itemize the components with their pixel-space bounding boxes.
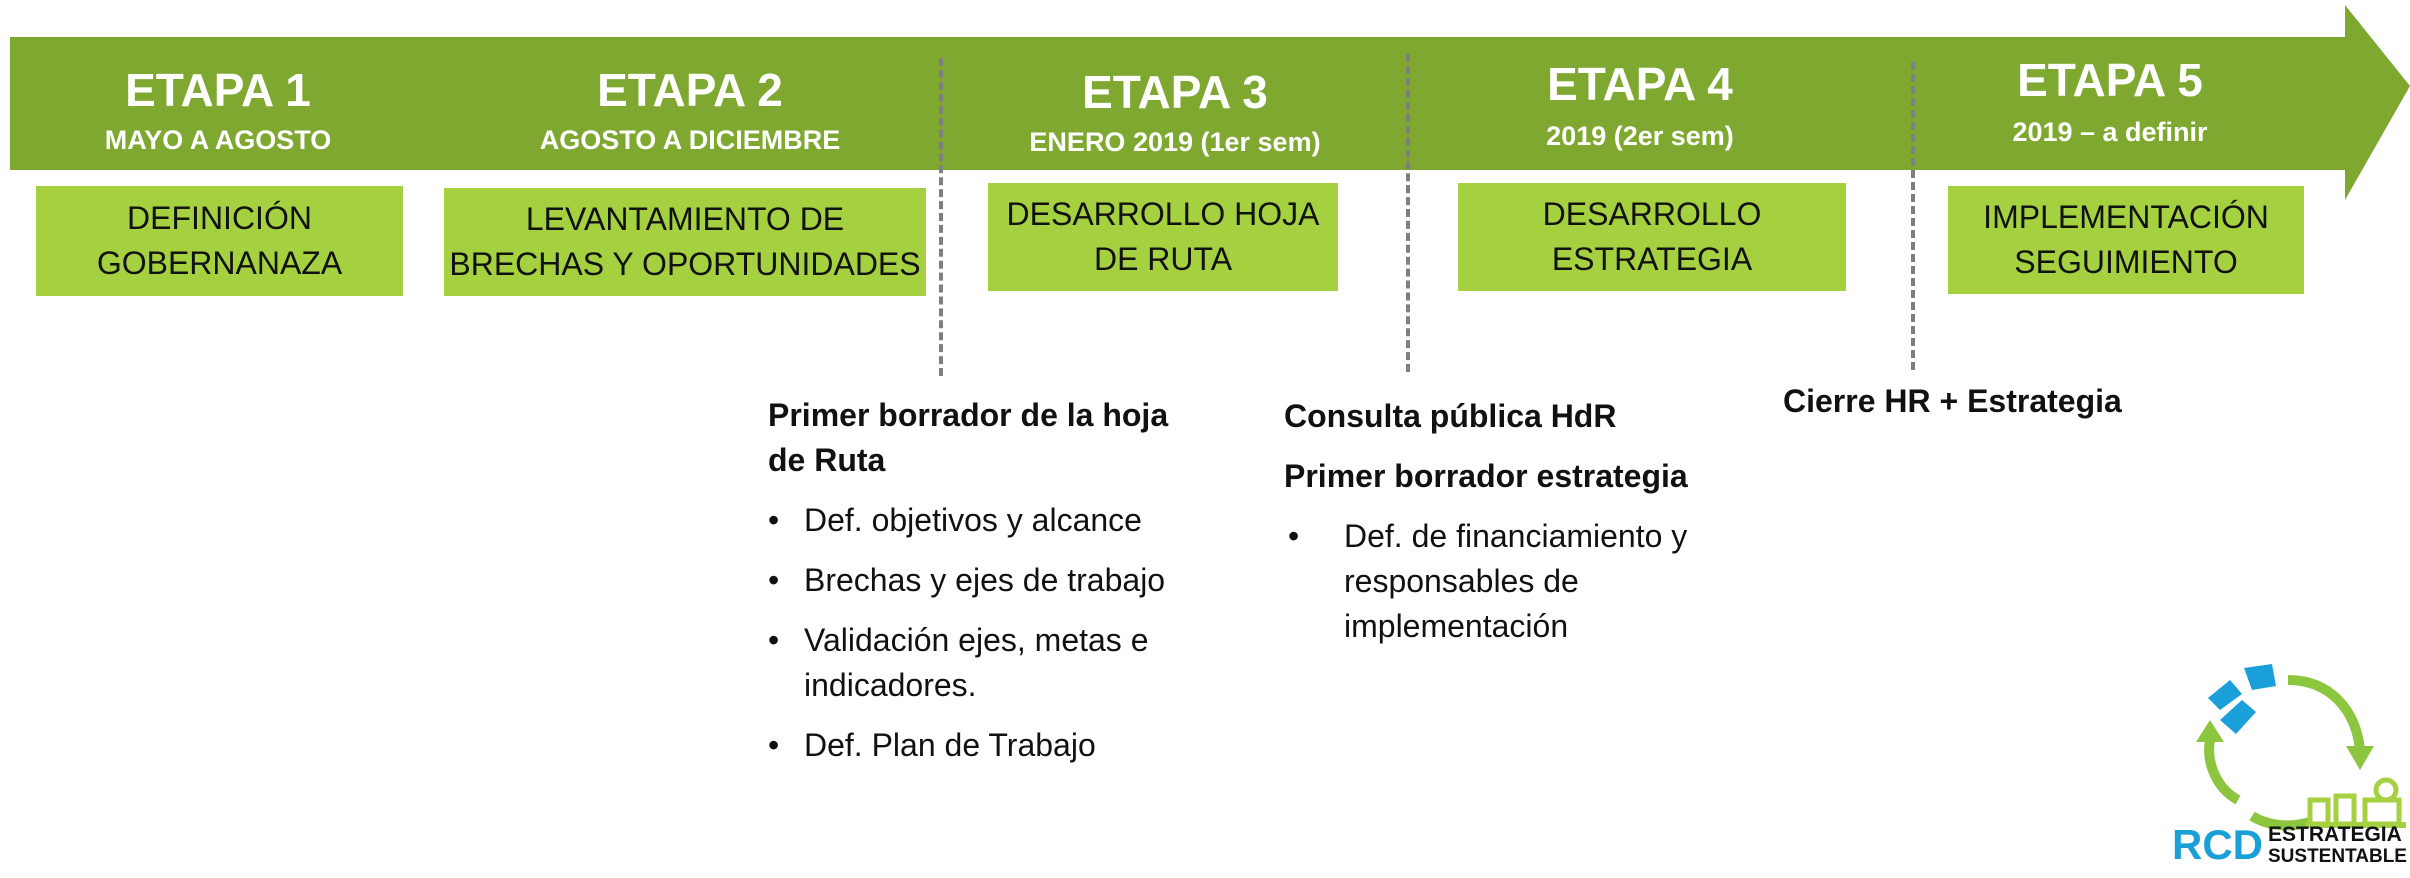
stage-4-subtitle: 2019 (2er sem) [1546, 121, 1734, 151]
stage-5-subtitle: 2019 – a definir [2012, 117, 2208, 147]
bullet-text: implementación [1344, 608, 1569, 644]
stage-5-title: ETAPA 5 [2017, 54, 2203, 106]
bullet-text: Def. Plan de Trabajo [804, 727, 1096, 763]
rcd-logo: RCD ESTRATEGIA SUSTENTABLE [2160, 650, 2410, 873]
stage-2-subtitle: AGOSTO A DICIEMBRE [539, 125, 841, 155]
stage-3-note-heading-line: de Ruta [768, 442, 886, 478]
stage-2-title: ETAPA 2 [597, 64, 783, 116]
stage-3-box-line: DE RUTA [1093, 241, 1233, 277]
bullet-text: Validación ejes, metas e [804, 622, 1149, 658]
stage-4-box: DESARROLLO ESTRATEGIA [1458, 183, 1846, 291]
stage-4-note-heading-1: Consulta pública HdR [1284, 398, 1617, 434]
stage-4-title: ETAPA 4 [1547, 58, 1733, 110]
stage-5-box: IMPLEMENTACIÓN SEGUIMIENTO [1948, 186, 2304, 294]
divider-stage-2-3 [939, 58, 943, 376]
stage-4-note-heading-2: Primer borrador estrategia [1284, 458, 1688, 494]
stage-3-bullet-list: • Def. objetivos y alcance • Brechas y e… [768, 498, 1208, 783]
stage-2-box-line: LEVANTAMIENTO DE [525, 201, 845, 237]
bullet-dot: • [768, 622, 780, 658]
list-item: • Validación ejes, metas e indicadores. [768, 618, 1208, 708]
stage-5-note-heading: Cierre HR + Estrategia [1783, 383, 2122, 419]
stage-2-box-line: BRECHAS Y OPORTUNIDADES [449, 246, 921, 282]
timeline-arrow [10, 5, 2410, 200]
divider-stage-4-5 [1911, 62, 1915, 370]
bullet-dot: • [768, 562, 780, 598]
list-item: • Brechas y ejes de trabajo [768, 558, 1208, 603]
stage-2-box: LEVANTAMIENTO DE BRECHAS Y OPORTUNIDADES [444, 188, 926, 296]
divider-stage-3-4 [1406, 54, 1410, 372]
stage-4-box-line: ESTRATEGIA [1551, 241, 1753, 277]
bullet-dot: • [768, 727, 780, 763]
bullet-text: indicadores. [804, 667, 977, 703]
logo-line-2: SUSTENTABLE [2268, 846, 2407, 867]
stage-1-box-line: DEFINICIÓN [127, 200, 312, 236]
stage-1-box: DEFINICIÓN GOBERNANAZA [36, 186, 403, 296]
bullet-text: responsables de [1344, 563, 1579, 599]
stage-3-box: DESARROLLO HOJA DE RUTA [988, 183, 1338, 291]
stage-1-title: ETAPA 1 [125, 64, 311, 116]
stage-3-note-heading: Primer borrador de la hoja de Ruta [768, 393, 1208, 483]
stage-3-note-heading-line: Primer borrador de la hoja [768, 397, 1169, 433]
bullet-dot: • [768, 502, 780, 538]
stage-5-box-line: SEGUIMIENTO [2014, 244, 2238, 280]
bullet-dot: • [1288, 518, 1300, 554]
list-item: • Def. objetivos y alcance [768, 498, 1208, 543]
list-item: • Def. Plan de Trabajo [768, 723, 1208, 768]
stage-3-title: ETAPA 3 [1082, 66, 1268, 118]
stage-1-box-line: GOBERNANAZA [96, 245, 343, 281]
stage-4-bullet-list: • Def. de financiamiento y responsables … [1284, 514, 1754, 664]
list-item: • Def. de financiamiento y responsables … [1284, 514, 1754, 649]
stage-3-box-line: DESARROLLO HOJA [1006, 196, 1320, 232]
logo-line-1: ESTRATEGIA [2268, 823, 2402, 846]
logo-brand: RCD [2172, 821, 2263, 868]
stage-1-subtitle: MAYO A AGOSTO [104, 125, 332, 155]
recycle-icon [2196, 664, 2406, 831]
bullet-text: Def. objetivos y alcance [804, 502, 1142, 538]
bullet-text: Brechas y ejes de trabajo [804, 562, 1166, 598]
bullet-text: Def. de financiamiento y [1344, 518, 1688, 554]
stage-5-box-line: IMPLEMENTACIÓN [1983, 199, 2269, 235]
stage-4-box-line: DESARROLLO [1542, 196, 1762, 232]
stage-3-subtitle: ENERO 2019 (1er sem) [1029, 127, 1321, 157]
